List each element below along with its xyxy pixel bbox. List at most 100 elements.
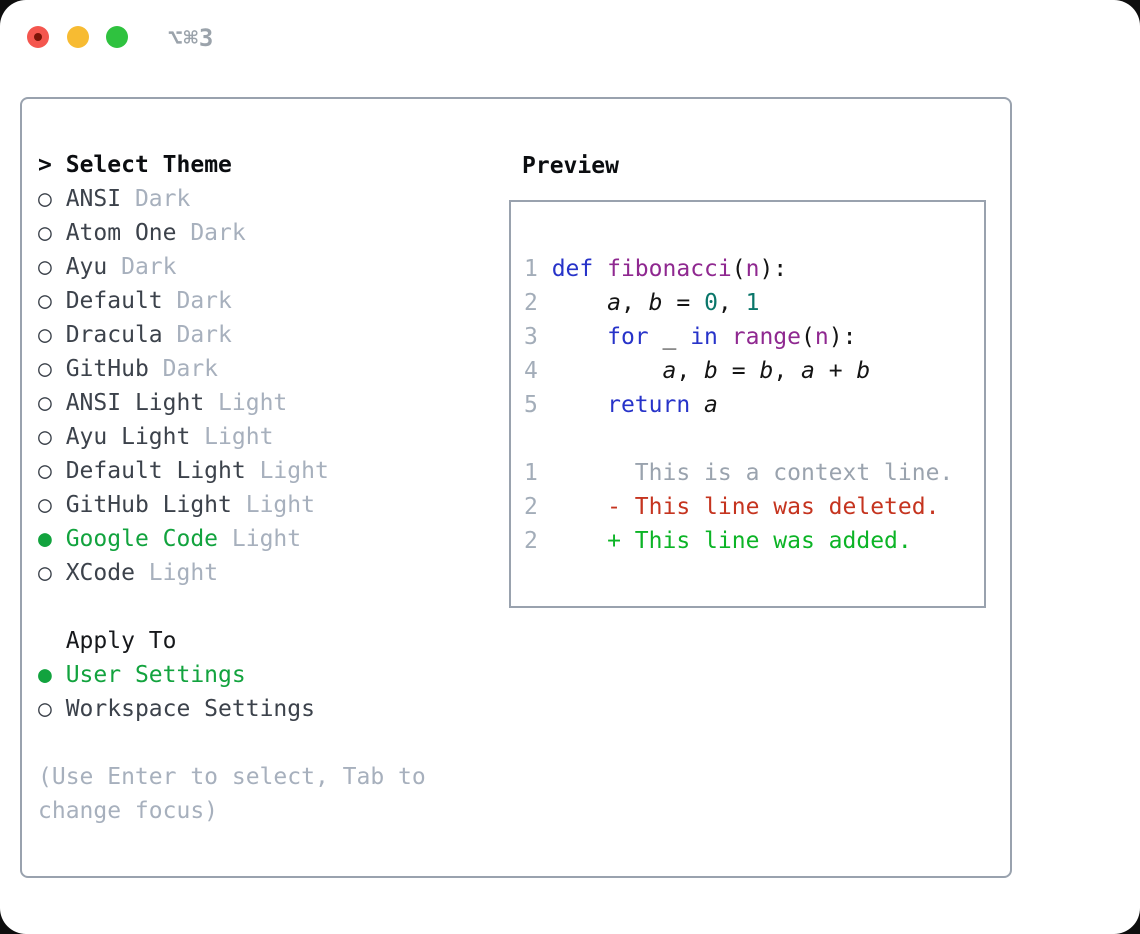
token-pln: ( <box>801 324 815 350</box>
select-theme-header: > Select Theme <box>38 148 458 182</box>
theme-variant: Dark <box>176 220 246 246</box>
minimize-button[interactable] <box>67 26 89 48</box>
line-number: 2 <box>524 528 538 554</box>
apply-option-user-settings[interactable]: ● User Settings <box>38 658 458 692</box>
theme-variant: Light <box>204 390 288 416</box>
code-line: 1 def fibonacci(n): <box>524 252 984 286</box>
theme-selector-panel: > Select Theme ○ ANSI Dark○ Atom One Dar… <box>20 97 1012 878</box>
token-pln <box>593 256 607 282</box>
token-fn: range <box>731 324 801 350</box>
theme-option-default[interactable]: ○ Default Dark <box>38 284 458 318</box>
theme-column: > Select Theme ○ ANSI Dark○ Atom One Dar… <box>38 148 458 828</box>
theme-option-github-light[interactable]: ○ GitHub Light Light <box>38 488 458 522</box>
token-pln: , <box>717 290 746 316</box>
line-number: 2 <box>524 290 538 316</box>
apply-to-section: Apply To ● User Settings○ Workspace Sett… <box>38 624 458 726</box>
focus-prompt-icon: > <box>38 152 52 178</box>
apply-option-workspace-settings[interactable]: ○ Workspace Settings <box>38 692 458 726</box>
token-add: + This line was added. <box>551 528 912 554</box>
unsaved-dot-icon <box>34 33 42 41</box>
radio-icon: ○ <box>38 220 66 246</box>
token-pln: _ <box>648 324 691 350</box>
theme-variant: Light <box>245 458 329 484</box>
token-pln <box>718 324 732 350</box>
line-number: 1 <box>524 460 538 486</box>
line-number: 3 <box>524 324 538 350</box>
theme-option-ansi[interactable]: ○ ANSI Dark <box>38 182 458 216</box>
radio-selected-icon: ● <box>38 662 66 688</box>
theme-variant: Light <box>231 492 315 518</box>
line-number: 5 <box>524 392 538 418</box>
apply-to-header: Apply To <box>65 628 177 654</box>
theme-variant: Dark <box>162 322 232 348</box>
radio-icon: ○ <box>38 560 66 586</box>
token-var: a <box>801 358 815 384</box>
token-kw: return <box>607 392 691 418</box>
token-var: b <box>759 358 774 384</box>
token-pln: , <box>773 358 802 384</box>
token-var: b <box>856 358 871 384</box>
theme-option-atom-one[interactable]: ○ Atom One Dark <box>38 216 458 250</box>
theme-list: ○ ANSI Dark○ Atom One Dark○ Ayu Dark○ De… <box>38 182 458 590</box>
radio-selected-icon: ● <box>38 526 66 552</box>
token-kw: in <box>690 324 718 350</box>
token-var: b <box>648 290 663 316</box>
theme-option-ayu[interactable]: ○ Ayu Dark <box>38 250 458 284</box>
theme-variant: Light <box>190 424 274 450</box>
radio-icon: ○ <box>38 186 66 212</box>
token-fn: fibonacci <box>607 256 732 282</box>
theme-name: Default Light <box>65 458 246 484</box>
radio-icon: ○ <box>38 254 66 280</box>
theme-name: GitHub <box>65 356 149 382</box>
theme-name: Dracula <box>65 322 163 348</box>
token-ctx: This is a context line. <box>551 460 954 486</box>
theme-variant: Light <box>134 560 219 586</box>
theme-variant: Dark <box>148 356 219 382</box>
theme-variant: Light <box>218 526 302 552</box>
line-number: 1 <box>524 256 538 282</box>
window-title: ⌥⌘3 <box>168 24 215 52</box>
code-line: 5 return a <box>524 388 984 422</box>
theme-option-dracula[interactable]: ○ Dracula Dark <box>38 318 458 352</box>
close-button[interactable] <box>27 26 49 48</box>
theme-name: XCode <box>65 560 135 586</box>
token-var: a <box>607 290 621 316</box>
theme-name: Ayu Light <box>65 424 191 450</box>
radio-icon: ○ <box>38 424 66 450</box>
theme-option-google-code[interactable]: ● Google Code Light <box>38 522 458 556</box>
line-number: 4 <box>524 358 538 384</box>
token-pln: ): <box>759 256 788 282</box>
token-pln: , <box>676 358 705 384</box>
theme-name: Atom One <box>65 220 177 246</box>
token-pln: , <box>620 290 649 316</box>
theme-name: ANSI Light <box>65 390 205 416</box>
token-pln: ): <box>828 324 857 350</box>
token-pln: + <box>814 358 857 384</box>
theme-option-github[interactable]: ○ GitHub Dark <box>38 352 458 386</box>
token-num: 1 <box>745 290 760 316</box>
token-var: a <box>662 358 677 384</box>
radio-icon: ○ <box>38 458 66 484</box>
token-fn: n <box>745 256 760 282</box>
theme-option-default-light[interactable]: ○ Default Light Light <box>38 454 458 488</box>
token-pln <box>690 392 704 418</box>
theme-name: ANSI <box>65 186 122 212</box>
theme-variant: Dark <box>121 186 191 212</box>
apply-option-label: Workspace Settings <box>65 696 315 722</box>
theme-option-xcode[interactable]: ○ XCode Light <box>38 556 458 590</box>
zoom-button[interactable] <box>106 26 128 48</box>
radio-icon: ○ <box>38 356 66 382</box>
title-bar: ⌥⌘3 <box>0 0 1140 74</box>
token-var: b <box>704 358 718 384</box>
theme-variant: Dark <box>162 288 232 314</box>
token-kw: def <box>551 256 594 282</box>
theme-option-ayu-light[interactable]: ○ Ayu Light Light <box>38 420 458 454</box>
theme-option-ansi-light[interactable]: ○ ANSI Light Light <box>38 386 458 420</box>
radio-icon: ○ <box>38 390 66 416</box>
token-pln <box>552 290 607 316</box>
diff-line-context: 1 This is a context line. <box>524 456 984 490</box>
radio-icon: ○ <box>38 696 66 722</box>
blank-line <box>524 422 984 456</box>
